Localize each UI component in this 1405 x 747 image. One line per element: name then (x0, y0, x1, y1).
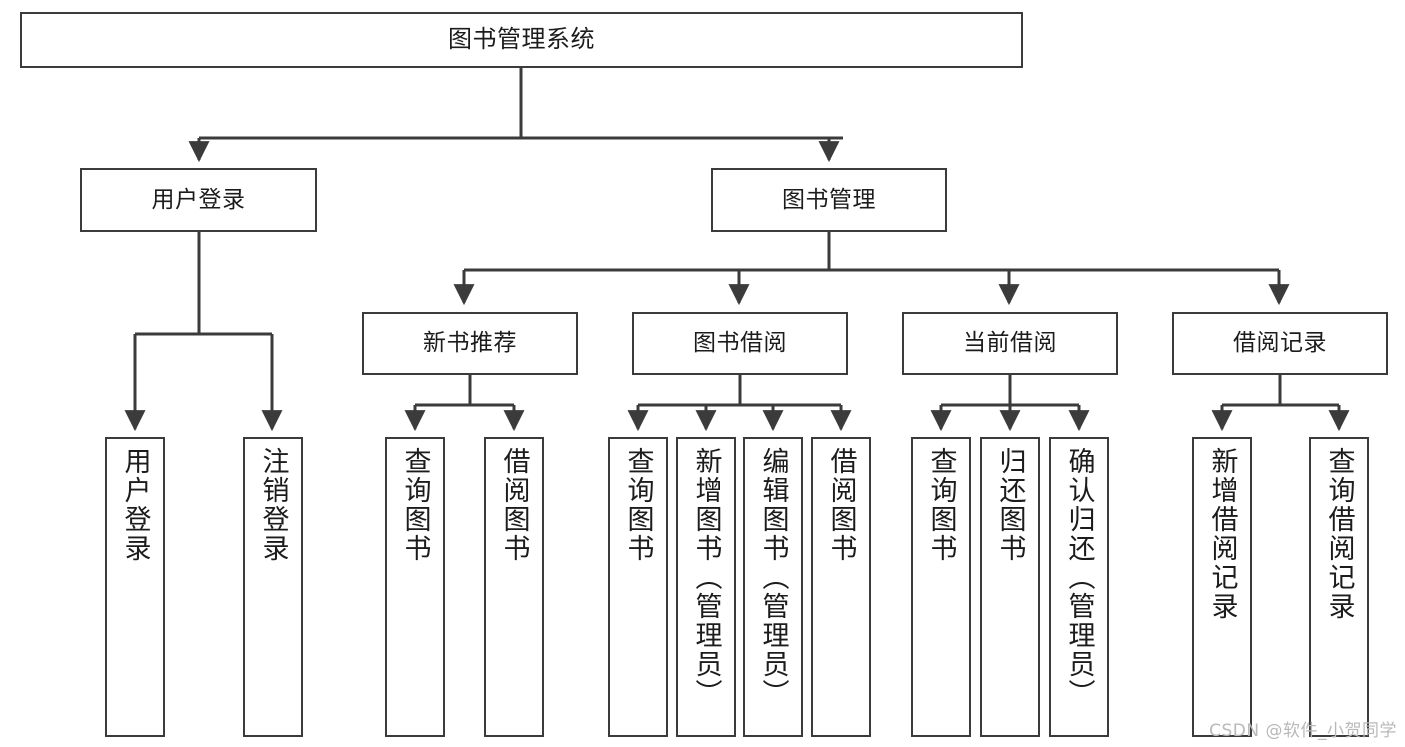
node-label: 查询图书 (399, 447, 431, 563)
node-label: 注销登录 (257, 447, 289, 563)
node-leaf-query-book-current[interactable]: 查询图书 (911, 437, 971, 737)
node-label: 确认归还（管理员） (1063, 447, 1095, 708)
node-leaf-query-book-borrow[interactable]: 查询图书 (608, 437, 668, 737)
node-new-book-recommend[interactable]: 新书推荐 (362, 312, 578, 375)
node-label: 用户登录 (119, 447, 151, 563)
node-label: 借阅图书 (498, 447, 530, 563)
node-label: 归还图书 (994, 447, 1026, 563)
csdn-watermark: CSDN @软件_小贺同学 (1209, 721, 1397, 741)
node-label: 用户登录 (151, 186, 246, 213)
node-label: 借阅记录 (1233, 330, 1327, 357)
node-label: 新书推荐 (423, 330, 517, 357)
node-root-system[interactable]: 图书管理系统 (20, 12, 1023, 68)
node-leaf-user-login[interactable]: 用户登录 (105, 437, 165, 737)
node-book-management[interactable]: 图书管理 (711, 168, 947, 232)
node-book-borrow[interactable]: 图书借阅 (632, 312, 848, 375)
node-leaf-query-book-recommend[interactable]: 查询图书 (385, 437, 445, 737)
node-user-login[interactable]: 用户登录 (80, 168, 317, 232)
node-label: 查询借阅记录 (1323, 447, 1355, 621)
node-label: 图书借阅 (693, 330, 787, 357)
node-label: 新增借阅记录 (1206, 447, 1238, 621)
node-label: 当前借阅 (963, 330, 1057, 357)
node-borrow-record[interactable]: 借阅记录 (1172, 312, 1388, 375)
node-leaf-add-book-admin[interactable]: 新增图书（管理员） (676, 437, 736, 737)
node-leaf-query-borrow-record[interactable]: 查询借阅记录 (1309, 437, 1369, 737)
node-label: 查询图书 (925, 447, 957, 563)
node-leaf-confirm-return-admin[interactable]: 确认归还（管理员） (1049, 437, 1109, 737)
node-label: 编辑图书（管理员） (757, 447, 789, 708)
node-label: 图书管理 (782, 186, 876, 213)
node-leaf-borrow-book[interactable]: 借阅图书 (811, 437, 871, 737)
node-label: 新增图书（管理员） (690, 447, 722, 708)
node-leaf-return-book[interactable]: 归还图书 (980, 437, 1040, 737)
node-label: 图书管理系统 (448, 25, 595, 54)
node-label: 查询图书 (622, 447, 654, 563)
node-current-borrow[interactable]: 当前借阅 (902, 312, 1118, 375)
node-leaf-logout[interactable]: 注销登录 (243, 437, 303, 737)
node-leaf-borrow-book-recommend[interactable]: 借阅图书 (484, 437, 544, 737)
node-label: 借阅图书 (825, 447, 857, 563)
node-leaf-edit-book-admin[interactable]: 编辑图书（管理员） (743, 437, 803, 737)
node-leaf-add-borrow-record[interactable]: 新增借阅记录 (1192, 437, 1252, 737)
